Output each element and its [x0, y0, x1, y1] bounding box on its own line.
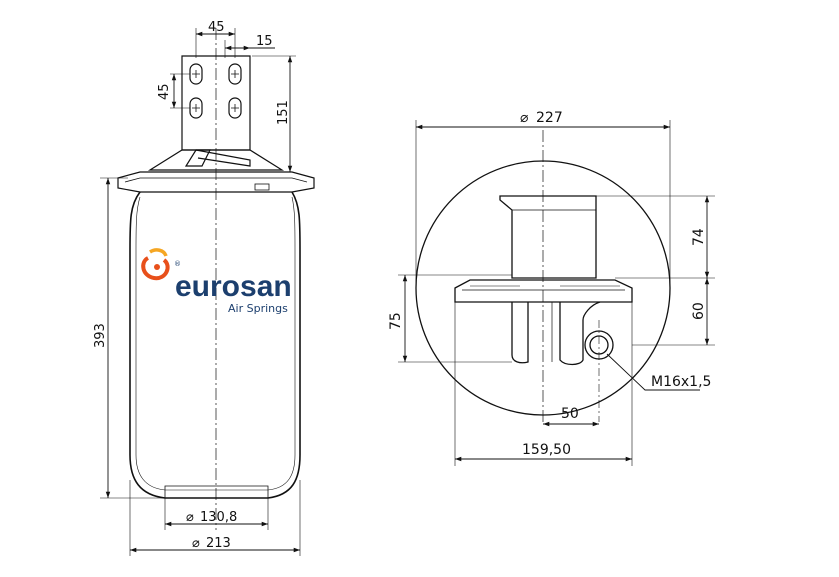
diameter-symbol-icon: ⌀: [192, 536, 200, 551]
dim-bracket-height: 151: [276, 100, 291, 125]
piston: [164, 485, 269, 499]
dim-port-offset: 50: [561, 406, 579, 422]
stud-holes: [189, 63, 242, 119]
dim-bellow-diameter: 213: [206, 536, 231, 551]
dim-stud-offset: 15: [256, 34, 273, 49]
brand-tagline: Air Springs: [228, 302, 288, 315]
bead-ring: [117, 171, 315, 193]
bracket-outline: [499, 195, 597, 279]
dim-base-width: 159,50: [522, 442, 571, 458]
registered-mark: ®: [174, 260, 181, 268]
eurosan-swirl-logo-icon: [141, 248, 170, 281]
dim-stud-spacing-vertical: 45: [157, 83, 172, 100]
top-cap: [147, 149, 285, 171]
side-view-dimensions: [100, 28, 301, 556]
brand-logo: ® eurosan Air Springs: [141, 248, 292, 315]
dim-stud-spacing-horizontal: 45: [208, 20, 225, 35]
dim-bracket-offset: 60: [691, 302, 707, 320]
base-flange: [454, 279, 633, 303]
dim-piston-diameter: 130,8: [200, 510, 237, 525]
bellow: [129, 191, 301, 499]
diameter-symbol-icon: ⌀: [520, 110, 529, 126]
dim-port-thread: M16x1,5: [651, 374, 711, 390]
diameter-symbol-icon: ⌀: [186, 510, 194, 525]
side-view-dim-labels: 45 15 45 151 393 ⌀ 130,8 ⌀ 213: [93, 20, 291, 551]
brand-name: eurosan: [175, 270, 292, 303]
dim-bracket-depth: 74: [691, 228, 707, 246]
top-view-dimensions: [398, 120, 715, 466]
side-view: [117, 28, 315, 530]
dim-outer-diameter: 227: [536, 110, 563, 126]
inner-housing: [511, 302, 529, 364]
top-view-dim-labels: ⌀ 227 74 60 75 50 159,50 M16x1,5: [388, 110, 711, 458]
dim-total-height: 393: [93, 323, 108, 348]
dim-base-offset: 75: [388, 312, 404, 330]
bracket-brace: [195, 149, 251, 167]
